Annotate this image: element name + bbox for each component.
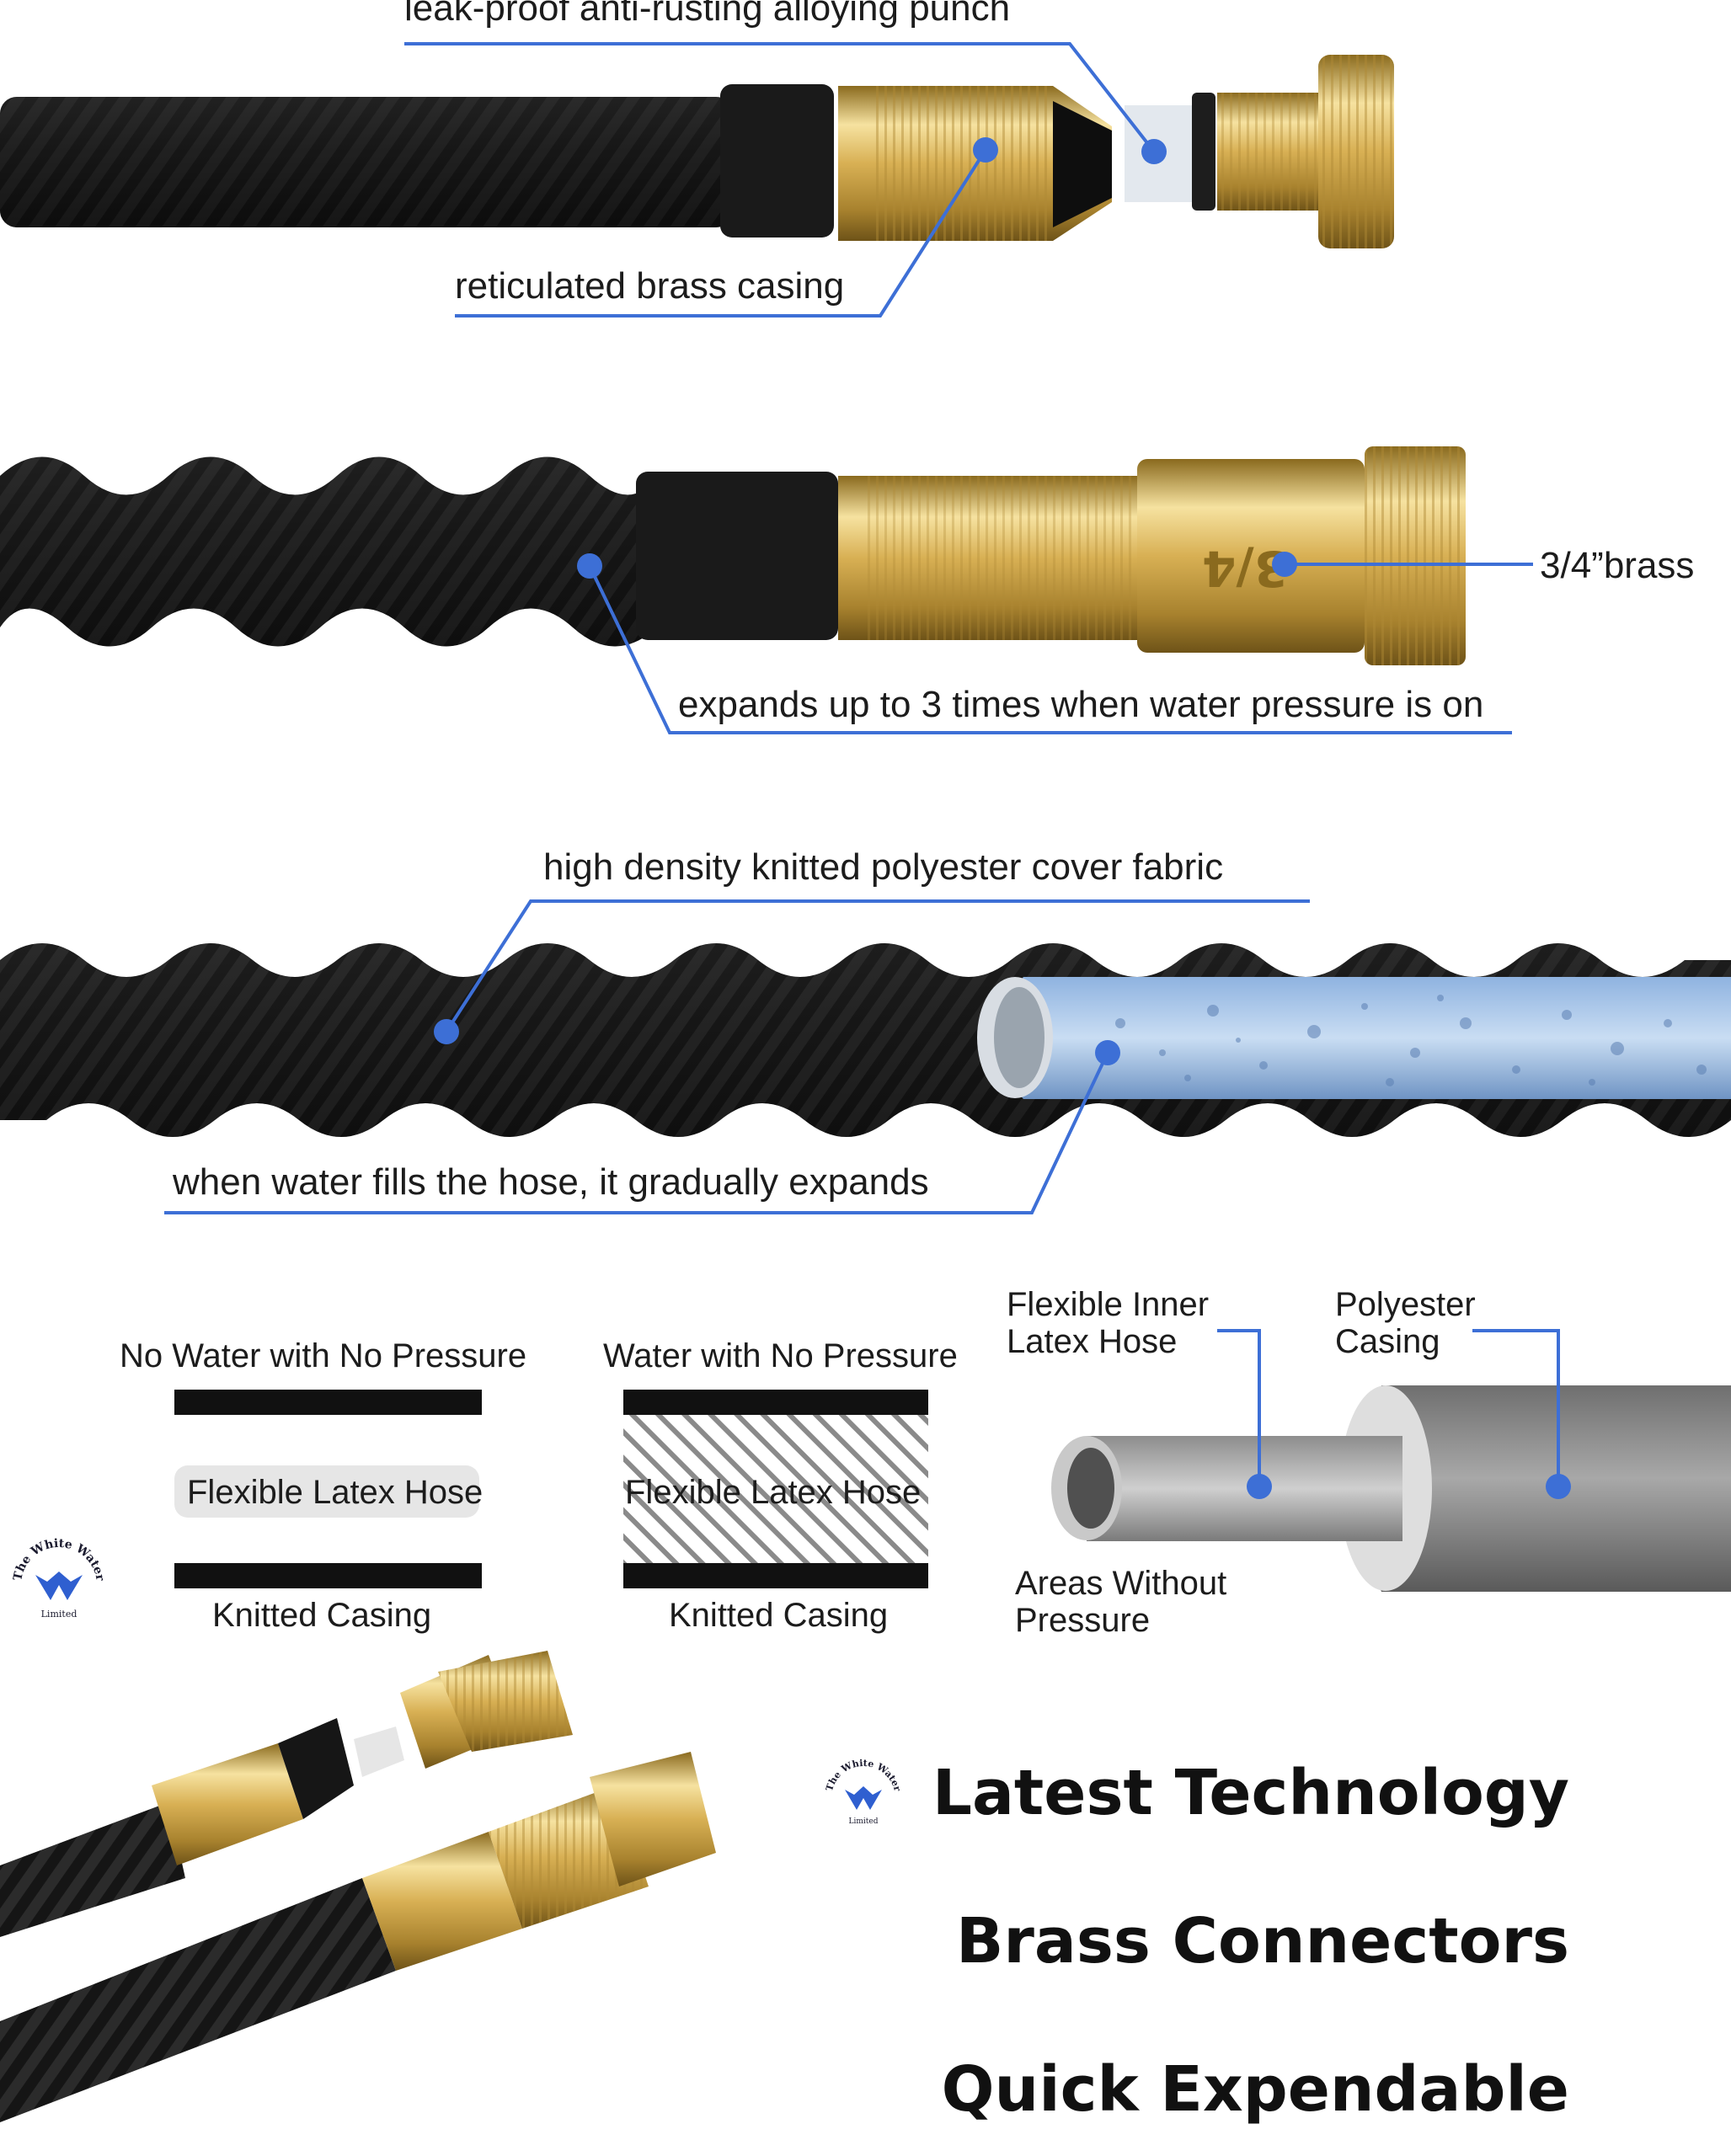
latex-hose-pill [174, 1465, 479, 1518]
callout-dots [434, 137, 1571, 1499]
callout-dot [1247, 1474, 1272, 1499]
callout-lines [164, 42, 1560, 1486]
panel1-hose [0, 55, 1394, 248]
logo-bottom-text: Limited [41, 1609, 77, 1620]
diagram-cutaway [1051, 1385, 1731, 1592]
callout-dot [1095, 1040, 1120, 1065]
callout-dot [1141, 139, 1167, 164]
label-water-fills: when water fills the hose, it gradually … [173, 1161, 929, 1203]
label-areas-without-pressure: Areas Without Pressure [1015, 1565, 1227, 1639]
label-inner-latex-hose: Flexible Inner Latex Hose [1007, 1286, 1210, 1360]
callout-dot [434, 1019, 459, 1044]
panel3-hose [0, 943, 1731, 1137]
label-expands: expands up to 3 times when water pressur… [678, 684, 1484, 725]
label-polyester-casing: Polyester Casing [1335, 1286, 1476, 1360]
feature-quick-expendable: Quick Expendable [941, 2053, 1569, 2126]
feature-brass-connectors: Brass Connectors [955, 1905, 1569, 1977]
diagram-no-water [174, 1390, 482, 1588]
label-no-water-latex: Flexible Latex Hose [187, 1474, 484, 1511]
label-water-title: Water with No Pressure [603, 1337, 958, 1374]
panel2-hose: 3/4 [0, 446, 1466, 665]
callout-dot [1546, 1474, 1571, 1499]
callout-dot [973, 137, 998, 163]
panel5-hoses [0, 1651, 716, 2122]
label-no-water-knitted: Knitted Casing [212, 1597, 432, 1634]
label-water-latex: Flexible Latex Hose [625, 1474, 922, 1511]
brand-logo: The White Water Limited [11, 1537, 107, 1620]
label-water-knitted: Knitted Casing [669, 1597, 889, 1634]
brand-logo-small: The White Water Limited [824, 1758, 903, 1826]
label-no-water-title: No Water with No Pressure [120, 1337, 527, 1374]
diagram-water [623, 1390, 928, 1588]
logo-small-bottom-text: Limited [849, 1817, 879, 1826]
label-knitted-polyester: high density knitted polyester cover fab… [543, 846, 1224, 888]
label-reticulated-brass: reticulated brass casing [455, 265, 845, 307]
callout-dot [1272, 552, 1297, 577]
feature-latest-technology: Latest Technology [932, 1757, 1569, 1829]
callout-dot [577, 553, 602, 579]
label-leak-proof-punch: leak-proof anti-rusting alloying punch [404, 0, 1011, 29]
label-brass-size: 3/4”brass [1540, 545, 1695, 586]
